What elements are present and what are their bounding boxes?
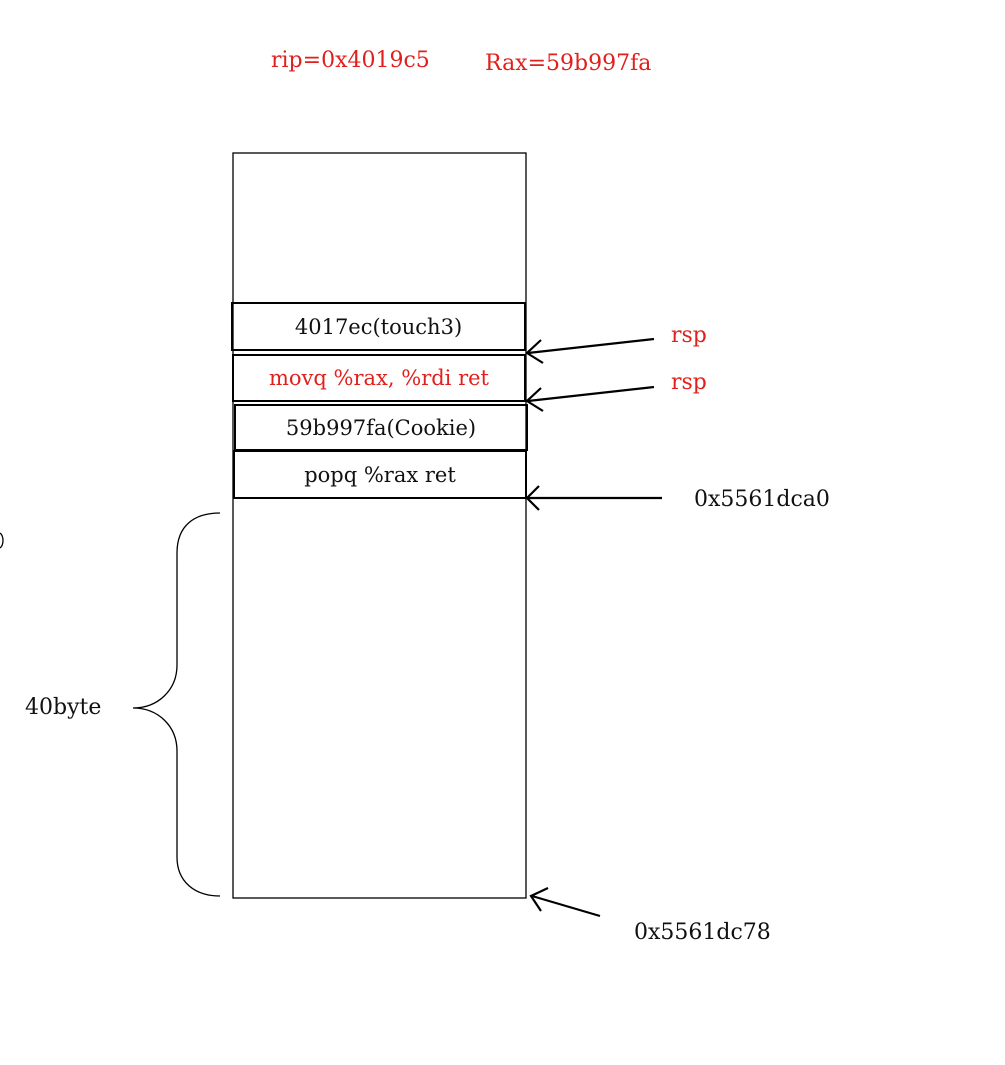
rip-value: rip=0x4019c5 <box>271 48 430 73</box>
rsp-1-arrow <box>527 337 655 355</box>
address-bottom: 0x5561dc78 <box>634 920 771 945</box>
stack-cell-movq: movq %rax, %rdi ret <box>232 354 526 402</box>
stack-cell-popq: popq %rax ret <box>233 450 527 499</box>
stack-frame <box>232 152 527 899</box>
edge-mark <box>0 532 4 549</box>
stack-cell-label: popq %rax ret <box>304 462 456 487</box>
brace-40byte <box>132 512 221 897</box>
rsp-label-2: rsp <box>671 370 707 395</box>
addr-bottom-arrow <box>531 894 601 918</box>
stack-cell-label: 59b997fa(Cookie) <box>285 415 477 440</box>
brace-label: 40byte <box>25 695 102 720</box>
rsp-1-arrowhead <box>525 339 544 364</box>
stack-cell-touch3: 4017ec(touch3) <box>231 302 526 351</box>
stack-cell-label: 4017ec(touch3) <box>294 314 463 339</box>
addr-bottom-arrowhead <box>529 887 549 912</box>
addr-top-arrowhead <box>525 485 540 511</box>
stack-cell-cookie: 59b997fa(Cookie) <box>234 404 528 451</box>
rsp-2-arrow <box>527 385 655 403</box>
rsp-label-1: rsp <box>671 323 707 348</box>
address-top: 0x5561dca0 <box>694 487 830 512</box>
stack-cell-label: movq %rax, %rdi ret <box>269 366 489 390</box>
rsp-2-arrowhead <box>525 387 544 412</box>
rax-value: Rax=59b997fa <box>485 51 652 76</box>
